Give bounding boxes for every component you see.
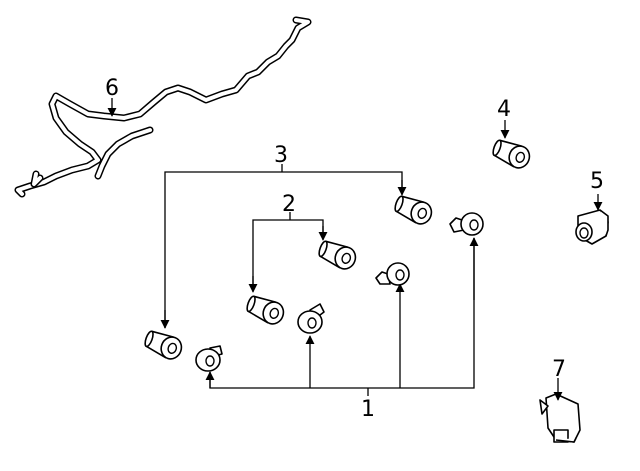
sensor-part-2-upper xyxy=(318,240,357,270)
callout-2: 2 xyxy=(282,192,296,217)
holder-part-5 xyxy=(575,209,609,245)
wiring-harness-part-6 xyxy=(14,16,312,198)
sensor-part-3-upper xyxy=(394,195,433,225)
retainer-part-1-b xyxy=(375,262,410,286)
retainer-part-1-a xyxy=(449,212,484,236)
retainer-part-1-d xyxy=(195,345,223,372)
callout-7: 7 xyxy=(552,357,566,382)
bracket-3 xyxy=(160,164,407,329)
callout-5: 5 xyxy=(590,169,604,194)
callout-1: 1 xyxy=(361,397,375,422)
bracket-1 xyxy=(205,237,479,396)
connector-part-7 xyxy=(539,393,581,443)
retainer-part-1-c xyxy=(297,303,325,334)
sensor-part-2-lower xyxy=(246,295,285,325)
sensor-part-4 xyxy=(492,139,531,169)
callout-4: 4 xyxy=(497,97,511,122)
callout-3: 3 xyxy=(274,143,288,168)
callout-6: 6 xyxy=(105,76,119,101)
bracket-2 xyxy=(248,212,328,293)
sensor-part-3-lower xyxy=(144,330,183,360)
